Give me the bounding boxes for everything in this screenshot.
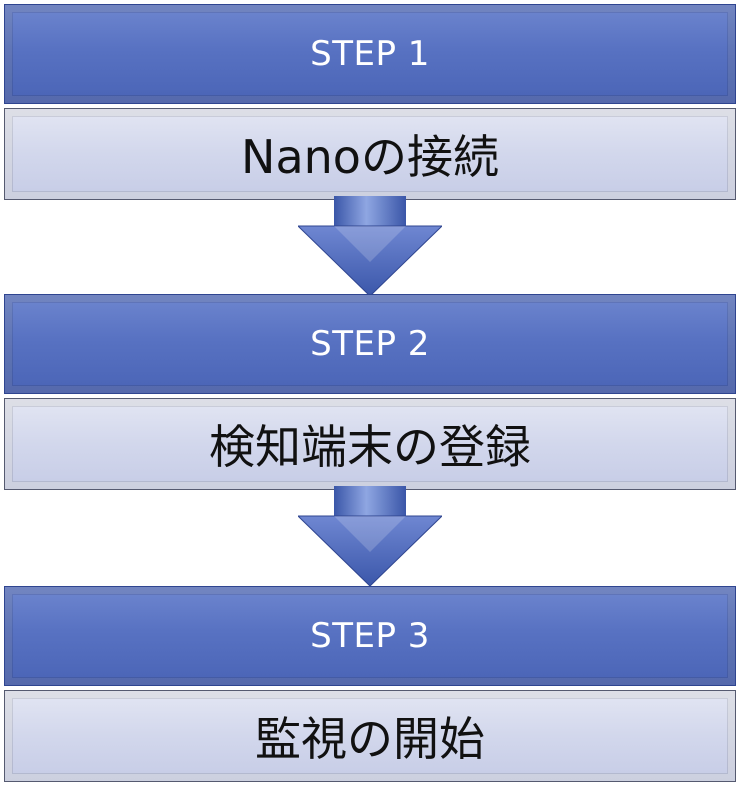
- step-1-header: STEP 1: [4, 4, 736, 104]
- step-1-label: Nanoの接続: [4, 108, 736, 200]
- step-3-header: STEP 3: [4, 586, 736, 686]
- step-2-label: 検知端末の登録: [4, 398, 736, 490]
- step-3-label: 監視の開始: [4, 690, 736, 782]
- step-2-header: STEP 2: [4, 294, 736, 394]
- down-arrow-icon: [298, 486, 442, 587]
- down-arrow-icon: [298, 196, 442, 297]
